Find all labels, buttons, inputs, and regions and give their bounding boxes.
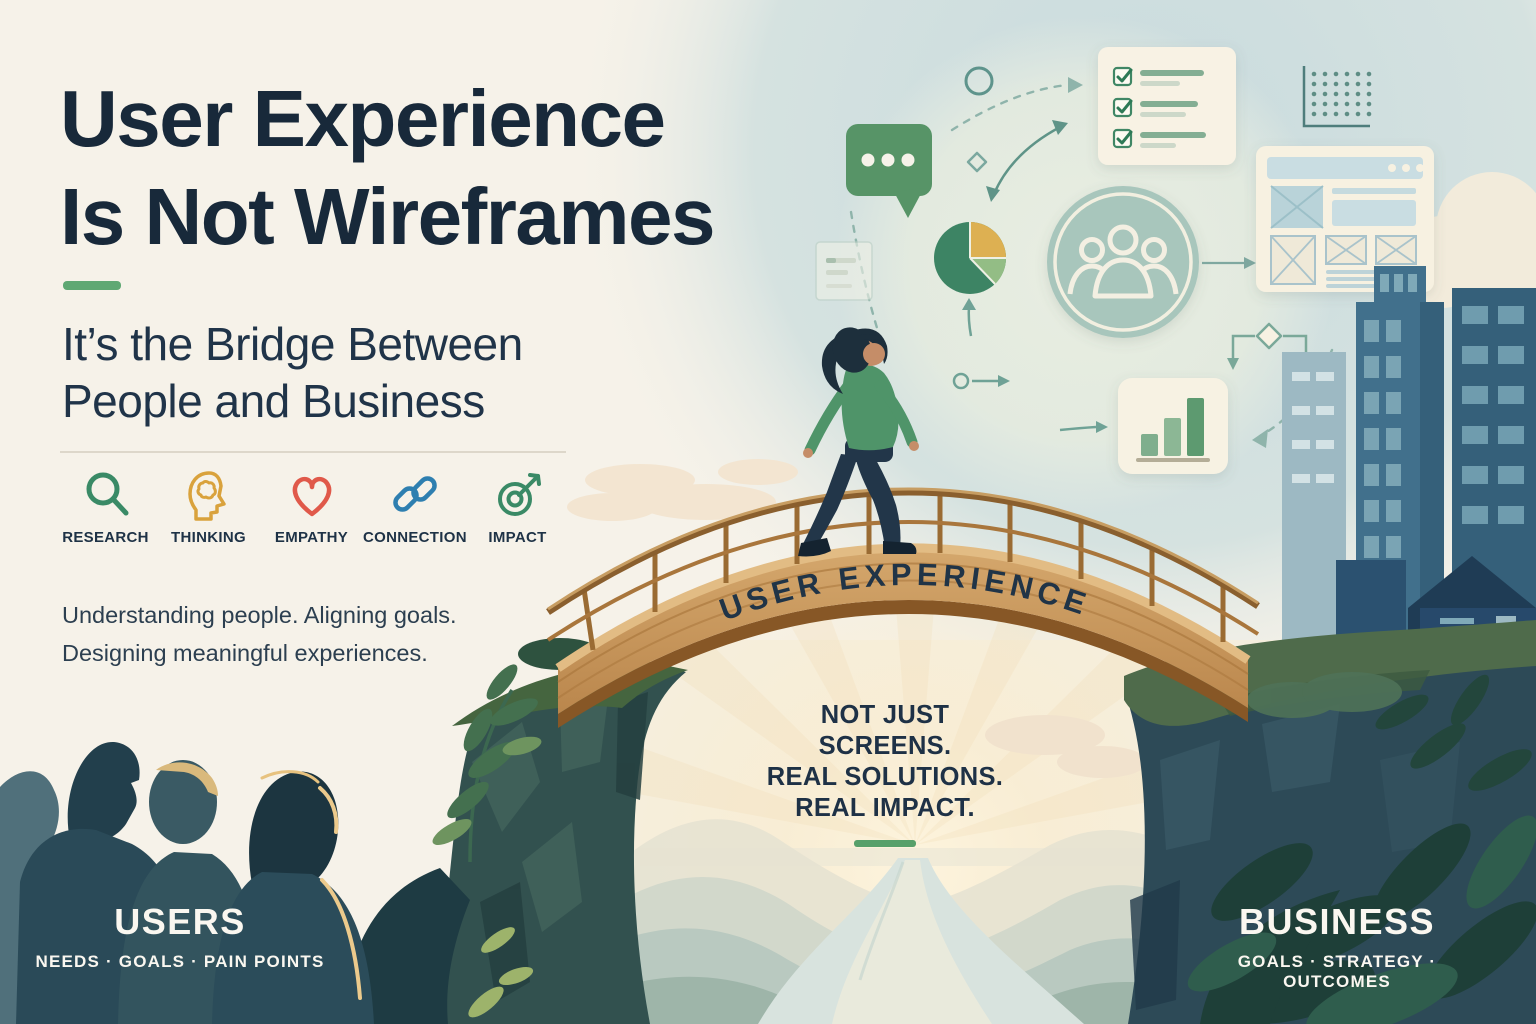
city-buildings <box>1282 266 1536 660</box>
description-line-1: Understanding people. Aligning goals. <box>62 602 457 628</box>
magnifier-icon <box>86 472 128 516</box>
users-subtitle: NEEDS · GOALS · PAIN POINTS <box>35 952 325 971</box>
center-accent-bar <box>854 840 916 847</box>
business-label-group: BUSINESS GOALS · STRATEGY · OUTCOMES <box>1182 901 1492 992</box>
pillar-label: RESEARCH <box>62 529 149 546</box>
circle-outline-icon <box>964 66 994 96</box>
page-title: User Experience Is Not Wireframes <box>60 70 716 265</box>
arrowhead-icon <box>986 186 1000 202</box>
description: Understanding people. Aligning goals. De… <box>62 597 457 672</box>
bar-chart-card <box>1118 378 1228 474</box>
business-subtitle: GOALS · STRATEGY · OUTCOMES <box>1237 952 1437 991</box>
bridge-railing <box>546 487 1260 651</box>
silhouette-person <box>212 770 374 1024</box>
river <box>758 858 1084 1024</box>
chain-link-icon <box>392 476 437 512</box>
step-arrow-icon <box>952 372 998 390</box>
title-line-2: Is Not Wireframes <box>60 171 716 261</box>
dot-grid-icon <box>1302 66 1375 128</box>
subtitle-line-1: It’s the Bridge Between <box>62 318 523 370</box>
arrowhead-icon <box>1244 257 1256 269</box>
heart-icon <box>292 476 331 517</box>
checklist-card <box>1098 47 1236 165</box>
pillar-research: RESEARCH <box>54 468 157 546</box>
arrowhead-icon <box>1052 120 1068 135</box>
wireframe-card <box>1256 146 1434 292</box>
arrow-right <box>1059 425 1097 432</box>
arrowhead-icon <box>962 298 976 310</box>
subtitle: It’s the Bridge Between People and Busin… <box>62 316 523 430</box>
description-line-2: Designing meaningful experiences. <box>62 639 428 666</box>
pillar-connection: CONNECTION <box>363 468 467 546</box>
head-brain-icon <box>187 471 226 521</box>
business-title: BUSINESS <box>1238 901 1436 942</box>
pillar-label: THINKING <box>171 529 246 546</box>
title-line-1: User Experience <box>60 74 666 163</box>
users-title: USERS <box>114 901 246 942</box>
pillar-impact: IMPACT <box>466 468 569 546</box>
arrowhead-icon <box>1252 429 1268 448</box>
subtitle-line-2: People and Business <box>62 375 485 428</box>
valley <box>540 459 1534 1024</box>
pie-chart-icon <box>934 222 1007 294</box>
diamond-outline-icon <box>966 151 988 173</box>
right-foliage <box>1187 672 1536 1024</box>
users-label-group: USERS NEEDS · GOALS · PAIN POINTS <box>30 901 330 972</box>
target-arrow-icon <box>497 473 541 516</box>
speech-bubble-icon <box>846 124 932 218</box>
arrowhead-icon <box>1096 421 1108 433</box>
users-circle-icon <box>1047 186 1199 338</box>
center-message-line: NOT JUST <box>820 701 950 729</box>
pillar-empathy: EMPATHY <box>260 468 363 546</box>
center-message-line: SCREENS. <box>818 732 952 760</box>
pillar-label: EMPATHY <box>274 529 349 546</box>
faint-list-card <box>815 241 873 301</box>
arrowhead-icon <box>1068 77 1083 93</box>
pillar-thinking: THINKING <box>157 468 260 546</box>
title-accent-bar <box>63 281 121 290</box>
dashed-arc-top <box>950 83 1070 132</box>
pillar-label: CONNECTION <box>363 529 467 546</box>
user-silhouettes <box>0 741 470 1024</box>
center-message-line: REAL SOLUTIONS. <box>766 763 1004 791</box>
center-message: NOT JUST SCREENS. REAL SOLUTIONS. REAL I… <box>754 700 1016 847</box>
pillar-label: IMPACT <box>488 529 547 546</box>
left-plant <box>432 664 542 1018</box>
center-message-line: REAL IMPACT. <box>795 794 975 822</box>
ux-pillars: RESEARCH THINKING EMPATHY CONNECTION <box>54 468 570 546</box>
double-arrow-icon <box>992 124 1063 195</box>
section-divider <box>60 451 566 453</box>
sun-rays <box>619 545 1211 845</box>
walking-person <box>798 327 919 557</box>
arrowhead-icon <box>998 375 1010 387</box>
